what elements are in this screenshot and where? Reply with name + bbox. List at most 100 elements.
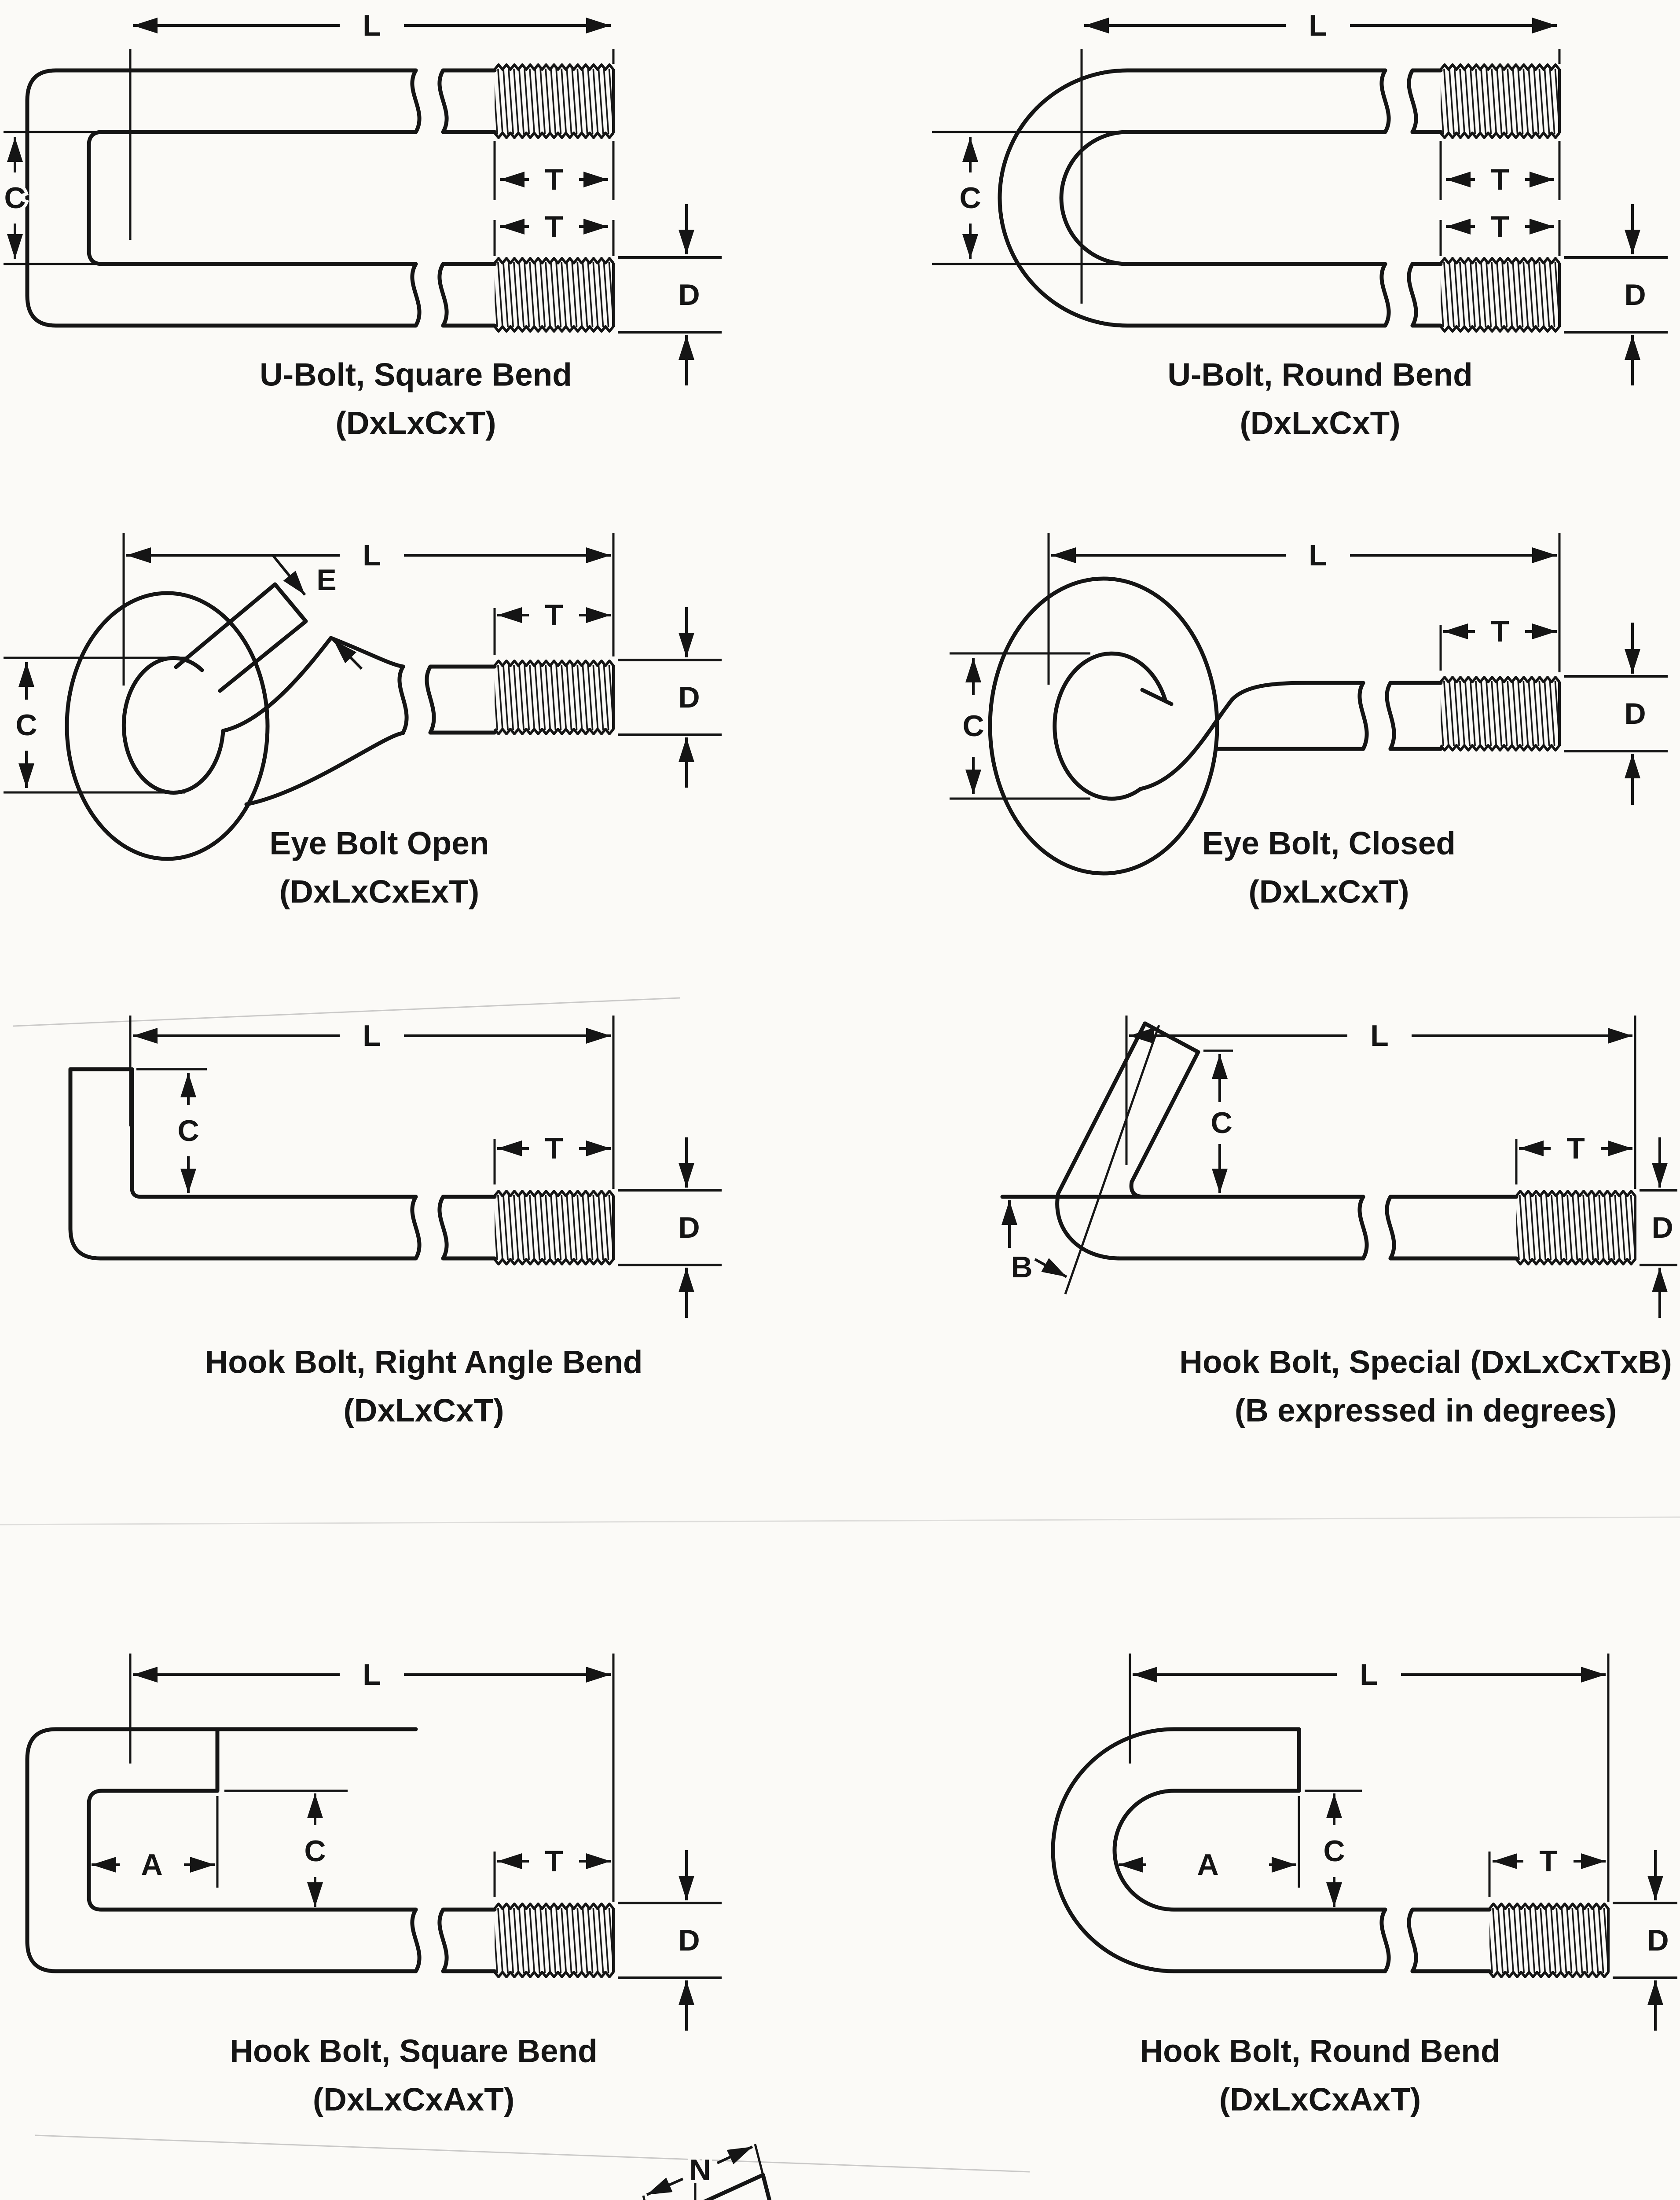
eye-inner-loop (121, 656, 225, 795)
threaded-end (1441, 677, 1559, 750)
dim-label-T: T (1491, 615, 1509, 648)
extension-line (4, 49, 615, 265)
bent-leg-cap (1143, 1021, 1200, 1054)
diagram-eye-bolt-open: L E C T D Eye Bolt Open (DxLxCxExT) (4, 533, 722, 913)
extension-line (618, 1902, 722, 1979)
dim-label-N: N (689, 2153, 711, 2187)
bolt-outline (221, 636, 333, 733)
dim-label-C: C (4, 181, 26, 215)
dim-label-T: T (545, 1844, 563, 1878)
break-mark (1379, 68, 1418, 328)
caption: (B expressed in degrees) (1235, 1393, 1617, 1429)
dim-label-C: C (15, 708, 37, 742)
break-mark (397, 664, 436, 735)
diagram-u-bolt-square-bend: L C T T D U-Bolt, Square Bend (DxLxCxT) (1, 6, 722, 444)
scan-line (0, 1516, 1680, 1525)
angle-arrow (1034, 1258, 1067, 1278)
dim-label-L: L (1370, 1019, 1389, 1052)
bolt-outline (1112, 1789, 1387, 1912)
bolt-outline (87, 1789, 418, 1912)
scoop-tip (703, 2173, 772, 2200)
dimension-line (646, 2178, 684, 2196)
dim-label-L: L (363, 9, 381, 42)
extension-line (1125, 1016, 1636, 1189)
threaded-end (1441, 258, 1559, 331)
bolt-outline (87, 130, 418, 266)
break-mark (410, 1195, 449, 1261)
extension-line (642, 2144, 764, 2200)
bolt-outline (1059, 130, 1387, 266)
bolt-outline (1410, 1907, 1492, 1973)
dim-label-D: D (1647, 1924, 1669, 1957)
dim-label-L: L (363, 539, 381, 572)
diagram-hook-bolt-special: L C B T D Hook Bolt, Special (DxLxCxTxB)… (1000, 1016, 1677, 1432)
bolt-outline (1051, 1727, 1387, 1973)
dim-label-D: D (678, 1924, 700, 1957)
bolt-outline (1055, 1021, 1365, 1261)
dim-label-C: C (177, 1114, 199, 1148)
caption: (DxLxCxAxT) (313, 2082, 514, 2118)
dimension-line (716, 2145, 753, 2164)
extension-line (618, 1189, 722, 1266)
dim-label-A: A (141, 1848, 162, 1881)
dim-label-C: C (1323, 1834, 1345, 1868)
scan-line (13, 997, 680, 1027)
extension-line (932, 49, 1561, 304)
break-mark (410, 68, 449, 328)
dim-label-D: D (1624, 278, 1646, 312)
diagram-hook-bolt-square-bend: L A C T D Hook Bolt, Square Bend (DxLxCx… (25, 1654, 722, 2121)
break-mark (1379, 1907, 1418, 1973)
dim-label-C: C (962, 709, 984, 743)
dim-label-L: L (1309, 9, 1327, 42)
bolt-outline (1410, 68, 1443, 328)
threaded-end (495, 661, 613, 734)
dim-label-T: T (1491, 163, 1509, 196)
dim-label-D: D (678, 1211, 700, 1244)
diagram-hook-bolt-round-bend: L A C T D Hook Bolt, Round Bend (DxLxCxA… (1051, 1654, 1677, 2121)
bolt-outline (998, 68, 1387, 328)
caption: U-Bolt, Round Bend (1167, 357, 1472, 393)
dim-label-C: C (1210, 1106, 1232, 1140)
break-mark (1357, 681, 1396, 751)
dim-label-C: C (959, 181, 981, 215)
angle-extension-line (1064, 1025, 1160, 1294)
eye-outer-loop (65, 591, 270, 861)
caption: Hook Bolt, Special (DxLxCxTxB) (1179, 1345, 1672, 1380)
dim-label-B: B (1011, 1250, 1032, 1284)
dim-label-L: L (1309, 539, 1327, 572)
eye-outer-loop (988, 576, 1219, 876)
caption: (DxLxCxT) (335, 406, 496, 441)
gap-arrow (332, 639, 363, 670)
dim-label-T: T (1566, 1132, 1585, 1165)
eye-inner-loop (1053, 651, 1168, 801)
bolt-outline (25, 1727, 418, 1973)
bolt-outline (68, 1067, 418, 1261)
bolt-outline (1388, 681, 1443, 751)
caption: (DxLxCxT) (343, 1393, 504, 1429)
threaded-end (495, 1191, 613, 1264)
extension-line (129, 1654, 615, 1902)
dim-label-A: A (1197, 1848, 1218, 1881)
bolt-outline (1138, 681, 1365, 791)
caption: (DxLxCxT) (1248, 874, 1409, 910)
extension-line (1564, 675, 1668, 752)
caption: (DxLxCxAxT) (1219, 2082, 1421, 2118)
extension-line (618, 256, 722, 334)
dim-label-E: E (316, 563, 336, 597)
caption: Hook Bolt, Round Bend (1140, 2034, 1500, 2069)
caption: U-Bolt, Square Bend (260, 357, 572, 393)
dim-label-T: T (1539, 1844, 1558, 1878)
dim-label-C: C (304, 1834, 326, 1868)
threaded-end (1516, 1191, 1635, 1264)
dim-label-D: D (678, 278, 700, 312)
bolt-outline (25, 68, 418, 328)
bolt-outline (244, 731, 405, 807)
bolt-outline (441, 1195, 497, 1261)
threaded-end (1441, 65, 1559, 138)
dim-label-L: L (1360, 1658, 1378, 1691)
threaded-end (495, 258, 613, 331)
extension-line (950, 533, 1561, 800)
bolt-outline (1388, 1195, 1519, 1261)
